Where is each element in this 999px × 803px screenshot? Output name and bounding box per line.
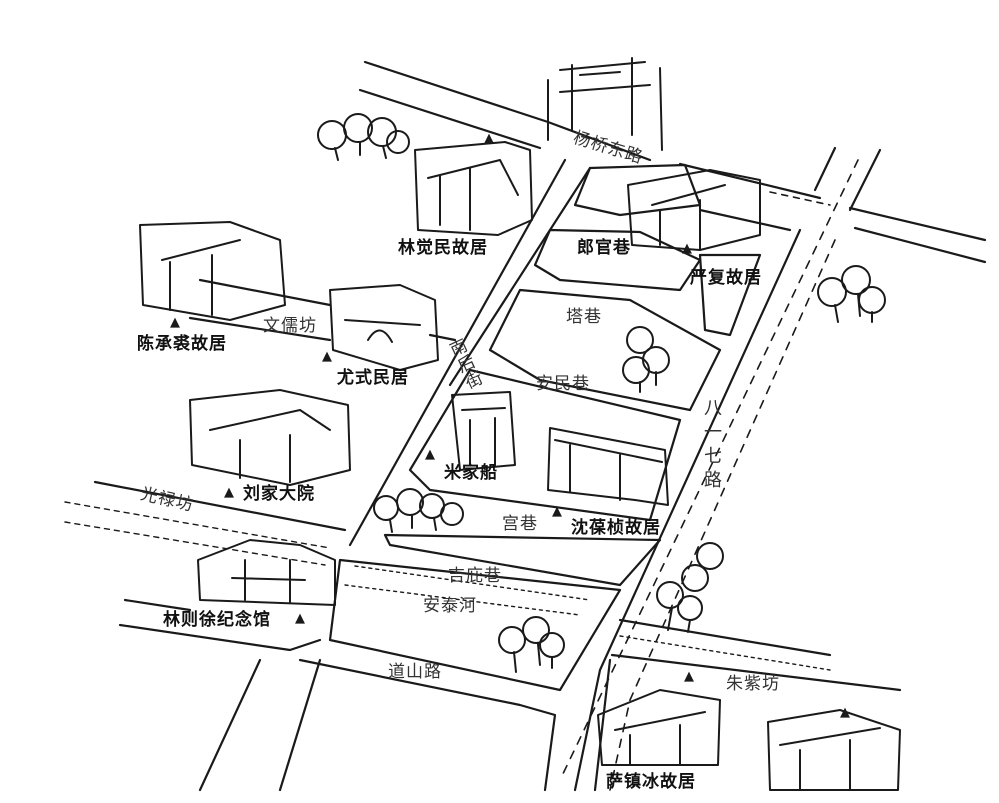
zhuzi-river-dotted (619, 635, 831, 671)
site-label-liu-jia: 刘家大院 (243, 484, 315, 504)
building-shen-baozhen (547, 427, 669, 506)
yangqiao-road-east-bottom-2 (853, 226, 987, 264)
wenru-road-bottom (188, 316, 332, 342)
bayiqi-road-centerline-1 (559, 159, 859, 781)
bayiqi-road-edge-north (813, 146, 837, 192)
daoshan-road-bottom (298, 658, 557, 792)
yangqiao-road-east-bottom (698, 208, 792, 232)
triangle-marker-icon: ▲ (295, 611, 305, 626)
road-label-bayiqi: 八一七路 (701, 398, 722, 494)
block-langguan (533, 228, 702, 292)
antai-river-dotted-2 (344, 584, 581, 616)
wenru-road-east (428, 333, 457, 342)
tree-cluster-east (817, 265, 886, 323)
wenru-road-top (198, 278, 332, 307)
triangle-marker-icon: ▲ (425, 447, 435, 462)
guanglu-dashed-2 (64, 521, 326, 566)
bayiqi-road-west-edge (573, 228, 802, 792)
daoshan-road-west-edge (198, 658, 262, 792)
road-label-wenru: 文儒坊 (263, 316, 317, 336)
yangqiao-road-edge-bottom (358, 88, 542, 150)
block-yanfu (698, 253, 762, 337)
tree-cluster-northwest (317, 113, 410, 161)
guanglu-dashed-1 (64, 501, 331, 549)
antai-river-dotted-1 (354, 565, 591, 601)
yangqiao-road-east-top-2 (848, 206, 987, 242)
site-label-chen-chengqiu: 陈承裘故居 (137, 334, 227, 354)
building-liu-jia (189, 389, 351, 486)
guanglu-road-top (93, 480, 347, 532)
site-label-langguan: 郎官巷 (577, 238, 631, 258)
triangle-marker-icon: ▲ (682, 241, 692, 256)
road-label-jibi: 吉庇巷 (448, 566, 502, 586)
road-label-gongxiang: 宫巷 (502, 514, 538, 534)
bayiqi-road-edge-north-2 (848, 148, 882, 212)
tree-cluster-bayiqi (656, 542, 724, 633)
site-label-sa-zhenbing: 萨镇冰故居 (606, 772, 696, 792)
yangqiao-road-east-top (678, 162, 822, 200)
building-yanfu (627, 169, 761, 251)
site-label-lin-juemin: 林觉民故居 (398, 238, 488, 258)
triangle-marker-icon: ▲ (322, 349, 332, 364)
site-label-lin-zexu: 林则徐纪念馆 (163, 610, 271, 630)
block-gongxiang (383, 533, 662, 587)
road-label-taxiang: 塔巷 (566, 307, 602, 327)
block-jibi (328, 558, 622, 692)
tree-cluster-antai (498, 616, 565, 673)
road-label-antai: 安泰河 (423, 596, 477, 616)
building-mi-jiachuan (451, 391, 516, 471)
triangle-marker-icon: ▲ (224, 485, 234, 500)
nanhou-street-east-edge (448, 166, 592, 387)
block-anmin (408, 368, 682, 522)
tree-cluster-taxiang (622, 326, 670, 393)
triangle-marker-icon: ▲ (170, 315, 180, 330)
road-label-zhuzi: 朱紫坊 (726, 674, 780, 694)
bayiqi-road-centerline-2 (609, 239, 836, 791)
site-label-mi-jiachuan: 米家船 (444, 463, 498, 483)
building-sa-zhenbing (597, 689, 721, 766)
triangle-marker-icon: ▲ (684, 669, 694, 684)
block-langguan-north (573, 163, 702, 217)
zhuzi-road-top (618, 618, 832, 657)
yangqiao-centerline (769, 191, 831, 206)
nanhou-street-west-edge (348, 158, 567, 547)
daoshan-road-west (123, 598, 192, 612)
tree-cluster-gongxiang (373, 488, 464, 533)
triangle-marker-icon: ▲ (484, 131, 494, 146)
site-label-yanfu: 严复故居 (690, 268, 762, 288)
zhuzi-road-bottom (610, 653, 902, 692)
building-lin-juemin (414, 141, 533, 236)
zhuzi-road-west-edge (593, 658, 612, 792)
building-you-shi (329, 284, 439, 371)
building-lin-zexu (197, 539, 336, 606)
daoshan-road-west-edge-2 (278, 658, 322, 792)
road-label-daoshan: 道山路 (388, 662, 442, 682)
block-taxiang (488, 288, 722, 412)
triangle-marker-icon: ▲ (840, 705, 850, 720)
triangle-marker-icon: ▲ (552, 504, 562, 519)
road-label-anmin: 安民巷 (536, 374, 590, 394)
building-southeast (767, 709, 901, 791)
site-label-shen-baozhen: 沈葆桢故居 (571, 518, 661, 538)
building-chen-chengqiu (139, 221, 286, 321)
daoshan-road-top (118, 623, 322, 652)
memorial-archway (547, 57, 663, 151)
site-label-you-shi: 尤式民居 (337, 368, 409, 388)
